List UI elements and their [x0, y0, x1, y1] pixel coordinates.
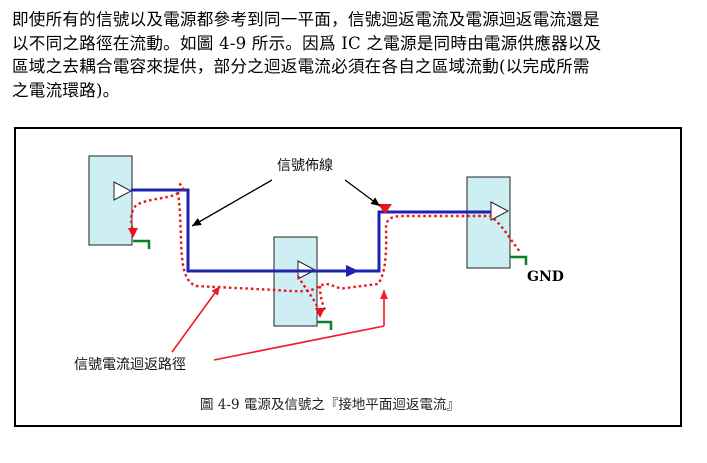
paragraph-line-1: 即使所有的信號以及電源都參考到同一平面，信號迴返電流及電源迴返電流還是 [12, 10, 600, 29]
ground-symbol-right [510, 255, 528, 265]
pointer-return-path-right-line [213, 325, 385, 361]
paragraph-line-3: 區域之去耦合電容來提供，部分之迴返電流必須在各自之區域流動(以完成所需 [12, 57, 590, 76]
ic-box-left [88, 155, 133, 246]
pointer-signal-trace-right [344, 179, 381, 207]
return-current-loop-left [130, 191, 179, 233]
return-current-branch-middle [318, 285, 328, 313]
ground-symbol-left [133, 239, 151, 249]
ground-symbol-middle [317, 320, 333, 330]
figure-caption: 圖 4-9 電源及信號之『接地平面迴返電流』 [200, 396, 460, 413]
paragraph-line-4: 之電流環路)。 [12, 80, 120, 100]
pointer-signal-trace-left [191, 179, 273, 227]
signal-trace-arrow [346, 265, 359, 277]
pointer-return-path-left [171, 285, 221, 353]
return-path-label: 信號電流迴返路徑 [74, 357, 186, 373]
signal-trace [131, 188, 491, 273]
signal-trace-label: 信號佈線 [277, 157, 333, 174]
return-current-start [177, 181, 186, 191]
body-paragraph: 即使所有的信號以及電源都參考到同一平面，信號迴返電流及電源迴返電流還是 以不同之… [12, 8, 692, 102]
return-arrow-top-icon [378, 204, 392, 214]
ic-box-right [466, 176, 511, 269]
return-arrow-left-icon [128, 228, 138, 238]
gnd-label: GND [527, 269, 564, 285]
return-arrow-middle-icon [315, 308, 325, 318]
ic-box-middle [273, 236, 318, 327]
paragraph-line-2: 以不同之路徑在流動。如圖 4-9 所示。因爲 IC 之電源是同時由電源供應器以及 [12, 33, 602, 53]
buffer-triangle-left [113, 181, 133, 201]
